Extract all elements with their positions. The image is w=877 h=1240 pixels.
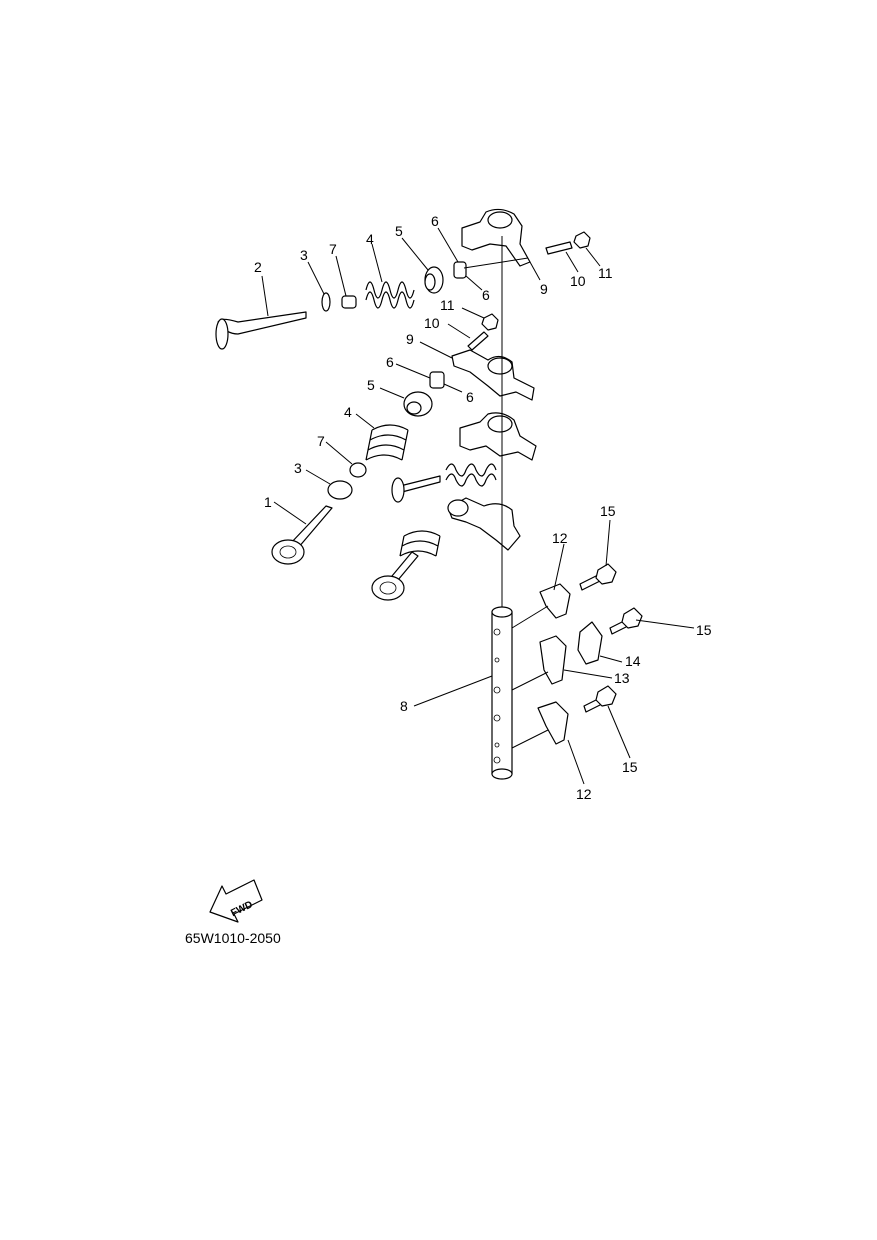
callout-15: 15 xyxy=(696,622,712,638)
bolt-15c xyxy=(583,685,617,713)
callout-15: 15 xyxy=(600,503,616,519)
bracket-12b xyxy=(537,701,569,745)
callout-14: 14 xyxy=(625,653,641,669)
callout-10: 10 xyxy=(424,315,440,331)
seal-7a xyxy=(341,295,357,309)
rocker-arm-upper xyxy=(461,208,531,267)
rocker-shaft-8 xyxy=(491,606,513,780)
callout-7: 7 xyxy=(317,433,325,449)
callout-6: 6 xyxy=(386,354,394,370)
callout-9: 9 xyxy=(406,331,414,347)
leader-lines xyxy=(261,227,695,785)
spring-4b xyxy=(365,424,409,461)
callout-4: 4 xyxy=(344,404,352,420)
callout-6: 6 xyxy=(482,287,490,303)
bracket-12a xyxy=(539,583,571,619)
valve-2 xyxy=(215,311,307,350)
valve-spring-third xyxy=(391,463,497,503)
seal-7b xyxy=(349,462,367,478)
callout-8: 8 xyxy=(400,698,408,714)
rocker-arm-fourth xyxy=(447,497,521,551)
nut-11a xyxy=(573,231,591,249)
callout-labels: 2 3 7 4 5 6 6 9 10 11 11 10 9 6 6 5 4 7 … xyxy=(254,213,712,802)
callout-11: 11 xyxy=(440,297,455,313)
callout-12: 12 xyxy=(576,786,592,802)
bolt-15a xyxy=(579,563,617,591)
plate-13 xyxy=(539,635,567,685)
retainer-5b xyxy=(403,391,433,417)
cotter-6b xyxy=(429,371,445,389)
callout-3: 3 xyxy=(294,460,302,476)
callout-5: 5 xyxy=(367,377,375,393)
callout-5: 5 xyxy=(395,223,403,239)
callout-12: 12 xyxy=(552,530,568,546)
callout-15: 15 xyxy=(622,759,638,775)
callout-4: 4 xyxy=(366,231,374,247)
callout-10: 10 xyxy=(570,273,586,289)
valve-1 xyxy=(271,505,333,565)
rocker-arm-mid xyxy=(451,349,535,401)
cotter-6a xyxy=(453,261,467,279)
bolt-15b xyxy=(609,607,643,635)
callout-11: 11 xyxy=(598,265,613,281)
callout-6: 6 xyxy=(431,213,439,229)
plate-14 xyxy=(577,621,603,665)
callout-13: 13 xyxy=(614,670,630,686)
callout-9: 9 xyxy=(540,281,548,297)
diagram-code: 65W1010-2050 xyxy=(185,930,281,946)
washer-3a xyxy=(321,292,331,312)
callout-6: 6 xyxy=(466,389,474,405)
rocker-arm-third xyxy=(459,412,537,461)
spring-4a xyxy=(365,281,415,309)
adjust-screw-10a xyxy=(545,241,573,255)
valve-spring-fourth xyxy=(371,530,441,601)
washer-3b xyxy=(327,480,353,500)
callout-1: 1 xyxy=(264,494,272,510)
fwd-arrow-icon: FWD xyxy=(209,879,263,923)
callout-7: 7 xyxy=(329,241,337,257)
adjust-screw-10b xyxy=(467,331,489,351)
retainer-5a xyxy=(424,266,444,294)
callout-3: 3 xyxy=(300,247,308,263)
callout-2: 2 xyxy=(254,259,262,275)
nut-11b xyxy=(481,313,499,331)
